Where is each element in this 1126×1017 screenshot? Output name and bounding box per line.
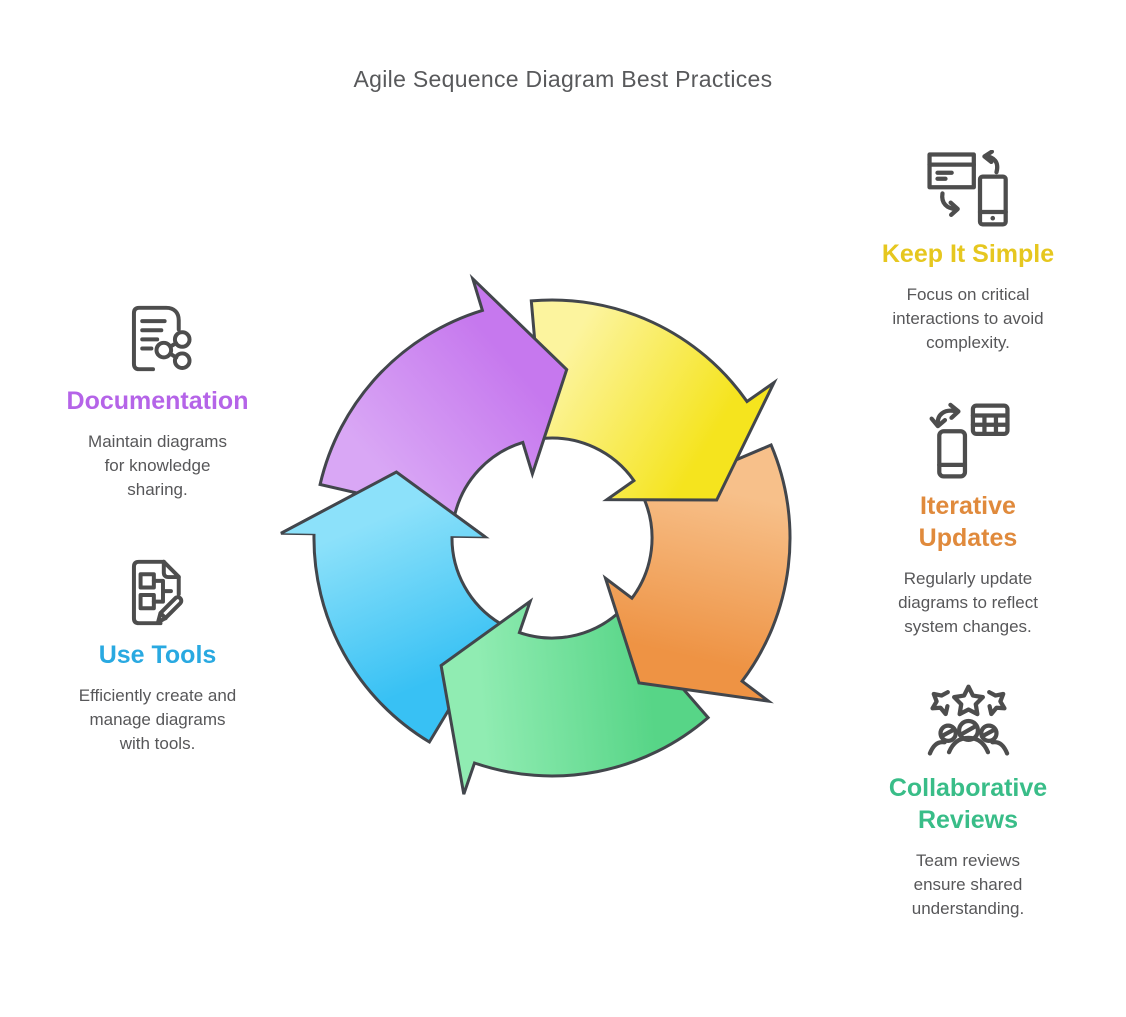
feature-description: Focus on critical interactions to avoid …	[892, 285, 1044, 352]
orange-cycle-arrow	[602, 443, 792, 704]
feature-heading: Collaborative Reviews	[888, 774, 1048, 834]
purple-cycle-arrow	[318, 273, 569, 518]
feature-iterative-updates: Iterative Updates Regularly update diagr…	[843, 402, 1093, 639]
cycle-diagram	[280, 273, 792, 795]
team-stars-icon	[926, 684, 1011, 762]
yellow-cycle-arrow	[529, 298, 778, 502]
feature-keep-it-simple: Keep It Simple Focus on critical interac…	[843, 150, 1093, 355]
document-share-icon	[118, 302, 198, 375]
feature-description: Maintain diagrams for knowledge sharing.	[88, 432, 227, 499]
card-phone-sync-icon	[926, 150, 1011, 228]
feature-heading: Iterative Updates	[918, 492, 1018, 552]
document-edit-icon	[118, 556, 198, 629]
phone-table-sync-icon	[926, 402, 1011, 480]
feature-description: Team reviews ensure shared understanding…	[911, 851, 1025, 918]
feature-use-tools: Use Tools Efficiently create and manage …	[35, 556, 280, 756]
feature-documentation: Documentation Maintain diagrams for know…	[35, 302, 280, 502]
feature-heading: Keep It Simple	[881, 240, 1055, 268]
feature-heading: Documentation	[66, 387, 249, 415]
feature-heading: Use Tools	[98, 641, 217, 669]
page-title: Agile Sequence Diagram Best Practices	[353, 66, 773, 92]
feature-description: Regularly update diagrams to reflect sys…	[898, 569, 1038, 636]
feature-collaborative-reviews: Collaborative Reviews Team reviews ensur…	[843, 684, 1093, 921]
feature-description: Efficiently create and manage diagrams w…	[78, 686, 237, 753]
blue-cycle-arrowhead-overlay	[280, 470, 486, 539]
